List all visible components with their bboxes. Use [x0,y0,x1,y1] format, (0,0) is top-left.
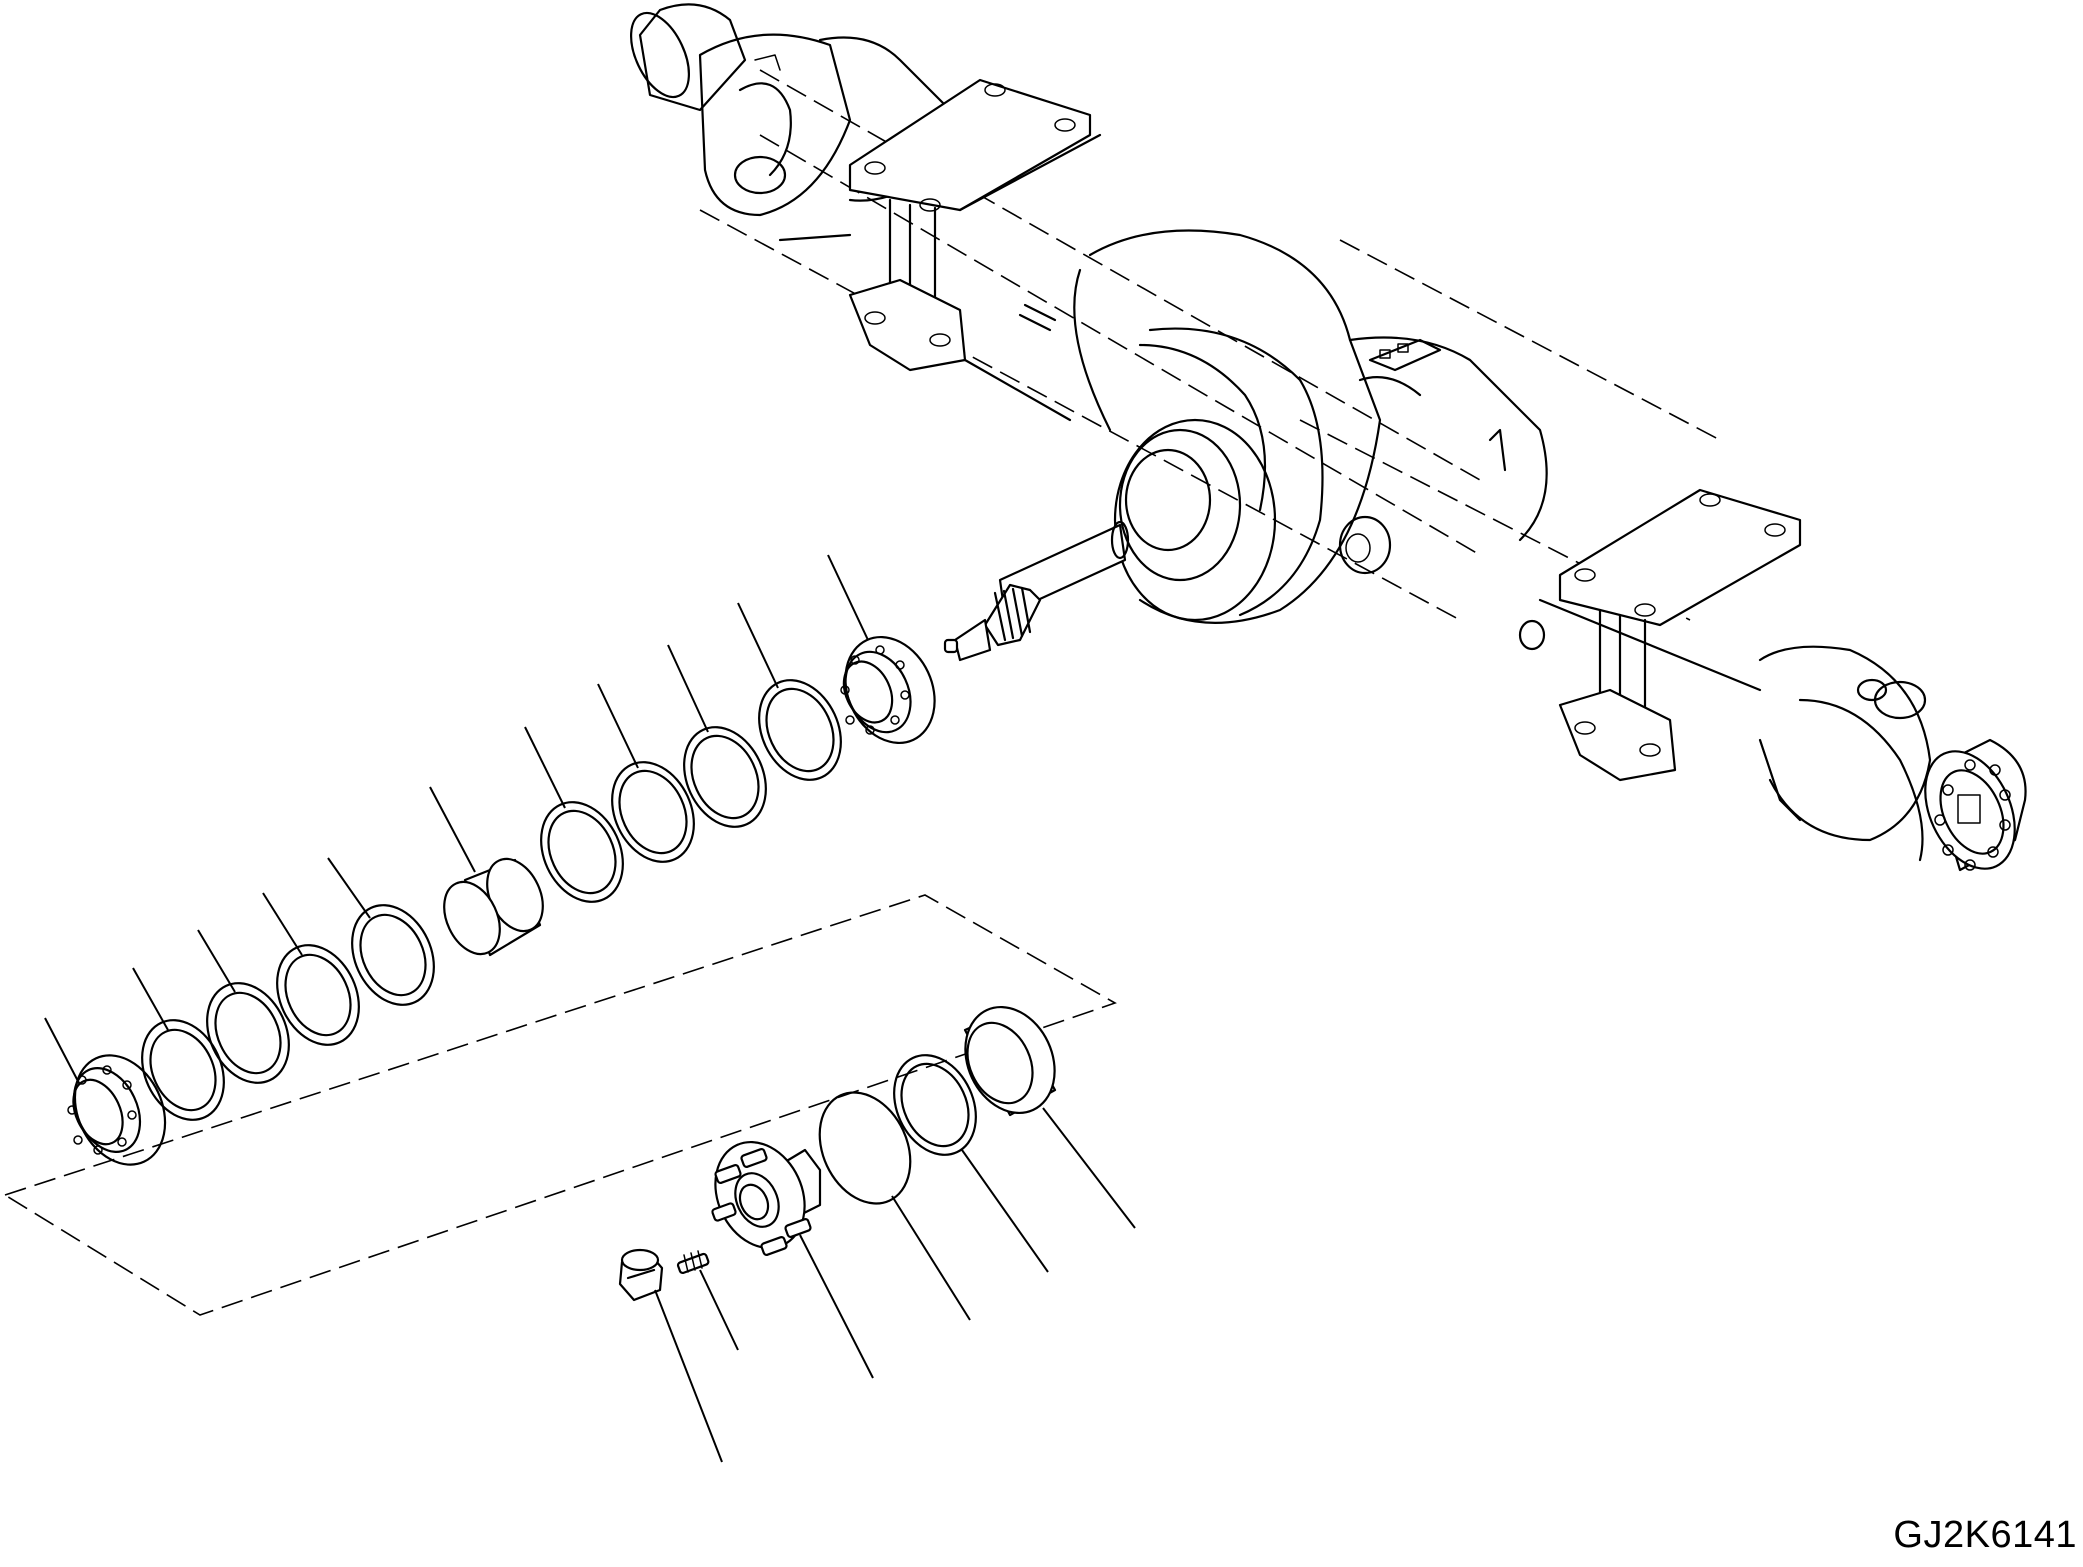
part-shim-7 [669,714,782,840]
part-shim-4 [337,892,450,1018]
part-shim-2 [192,970,305,1096]
leader-shim-5 [525,727,565,808]
leader-shim-8 [738,603,778,688]
assembly-boundary [5,895,1115,1315]
part-bearing-outer [58,1041,182,1180]
part-o-ring [879,1042,992,1168]
part-spacer-sleeve [433,850,553,963]
axle-housing [619,4,2032,883]
leader-shim-2 [198,930,235,992]
part-flange-coupling [699,1127,822,1262]
part-washer [802,1078,927,1219]
leader-bearing-inner [828,555,868,640]
part-bearing-inner [829,622,952,757]
part-shim-6 [597,749,710,875]
part-oil-seal [949,992,1072,1127]
part-shim-8 [744,667,857,793]
part-shim-5 [526,789,639,915]
leader-shim-6 [598,684,638,768]
part-shim-1 [127,1007,240,1133]
part-plug [620,1250,662,1300]
leader-shim-1 [133,968,168,1030]
leader-spacer-sleeve [430,787,475,872]
leader-stud [700,1270,738,1350]
leader-shim-4 [328,858,370,918]
leader-flange-coupling [800,1235,873,1378]
leader-oil-seal [1043,1108,1135,1228]
leader-shim-7 [668,645,708,732]
leader-bearing-outer [45,1018,80,1085]
part-shim-3 [262,932,375,1058]
part-stud [677,1251,709,1274]
leader-plug [655,1290,722,1462]
leader-o-ring [962,1150,1048,1272]
drawing-code-label: GJ2K6141 [1893,1514,2077,1556]
pinion-shaft [945,522,1128,660]
leader-shim-3 [263,893,302,955]
leader-washer [892,1196,970,1320]
leader-lines [45,555,1135,1462]
